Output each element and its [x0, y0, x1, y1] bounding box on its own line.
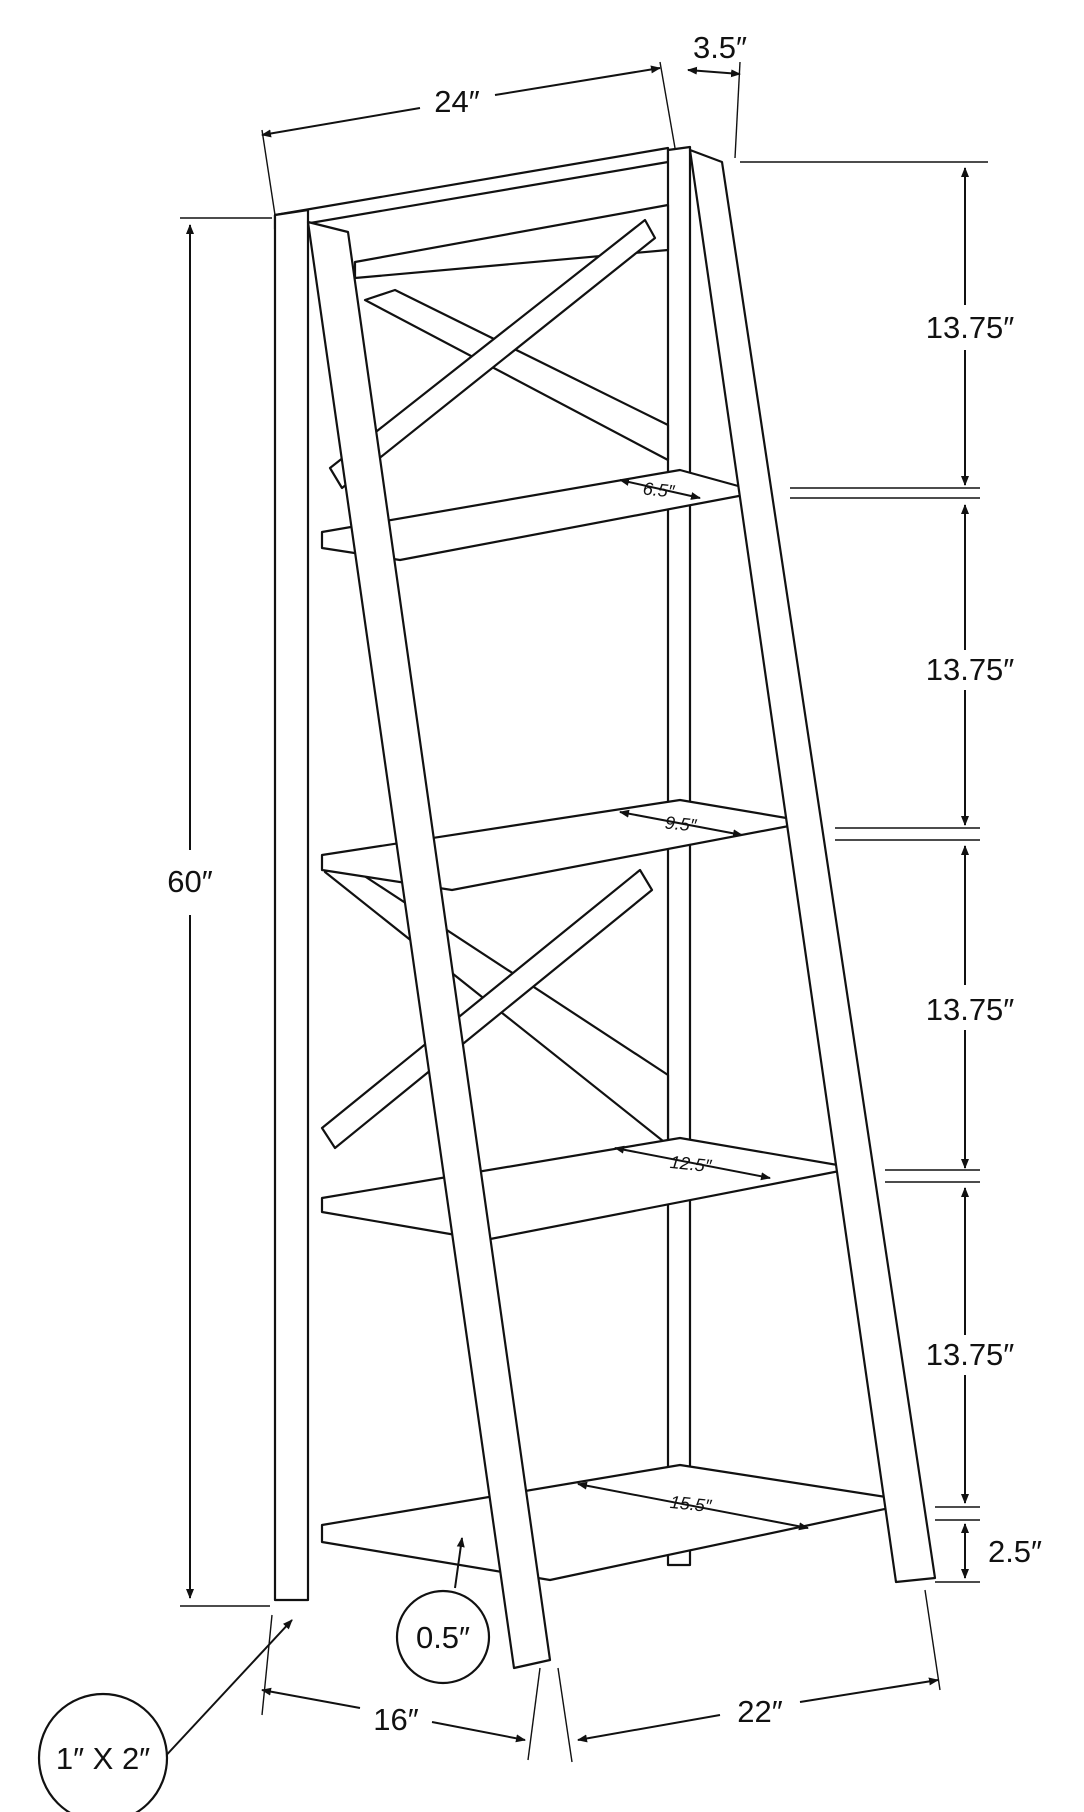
shelf-3: [320, 1136, 857, 1242]
bottom-clearance-label: 2.5″: [988, 1534, 1042, 1569]
right-front-leg: [688, 148, 937, 1584]
shelf-spacing-1-label: 13.75″: [926, 310, 1015, 345]
shelf-spacing-3-label: 13.75″: [926, 992, 1015, 1027]
shelf-thickness-callout: [395, 1589, 491, 1685]
left-front-leg: [306, 220, 552, 1670]
bookcase-frame: [273, 145, 937, 1670]
shelf-thickness-label: 0.5″: [416, 1620, 470, 1655]
base-front-depth-label: 22″: [737, 1694, 782, 1729]
shelf-4: [320, 1463, 920, 1582]
shelf-spacing-2-label: 13.75″: [926, 652, 1015, 687]
right-back-post: [666, 145, 692, 1567]
shelf-3-depth-label: 12.5″: [669, 1152, 713, 1176]
left-back-post: [273, 208, 310, 1602]
shelf-1-depth-label: 6.5″: [642, 478, 676, 501]
shelf-spacing-4-label: 13.75″: [926, 1337, 1015, 1372]
leg-profile-callout: [37, 1692, 169, 1812]
dimension-labels: 24″ 3.5″ 60″ 13.75″ 13.75″ 13.75″ 13.75″…: [56, 30, 1042, 1776]
dimension-lines: [159, 61, 988, 1763]
width-label: 24″: [434, 84, 479, 119]
upper-x-brace-b: [328, 218, 657, 490]
upper-brace-top-rail: [353, 203, 670, 280]
lower-x-brace-b: [320, 868, 654, 1150]
height-label: 60″: [167, 864, 212, 899]
base-side-depth-label: 16″: [373, 1702, 418, 1737]
leg-profile-label: 1″ X 2″: [56, 1741, 150, 1776]
shelf-2-depth-label: 9.5″: [664, 812, 698, 835]
upper-x-brace-a: [363, 288, 670, 462]
depth-top-label: 3.5″: [693, 30, 747, 65]
shelf-4-depth-label: 15.5″: [669, 1492, 713, 1516]
